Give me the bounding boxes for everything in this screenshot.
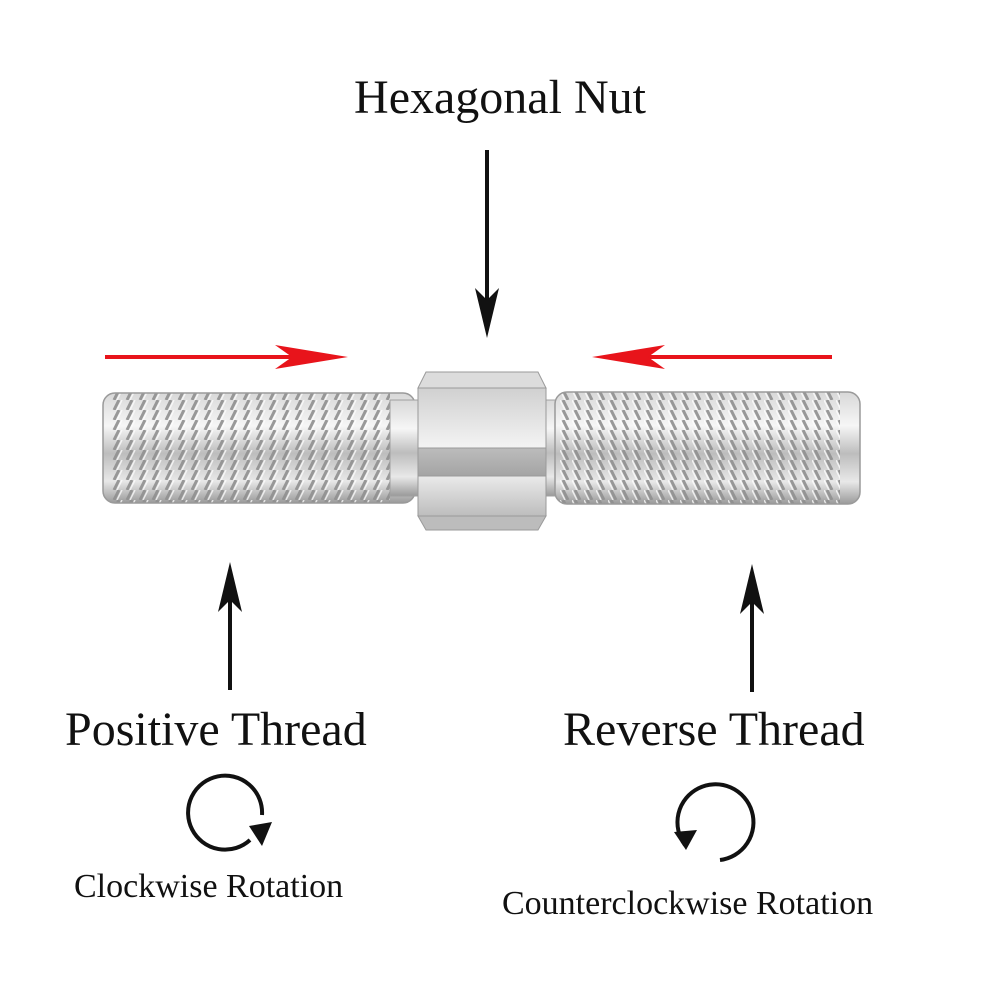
reverse-thread-shaft — [544, 391, 861, 505]
red-arrow-right — [105, 345, 348, 369]
reverse-thread-pointer-arrow — [740, 564, 764, 692]
positive-thread-shaft — [102, 392, 419, 504]
counterclockwise-rotation-icon — [674, 782, 756, 862]
counterclockwise-rotation-label: Counterclockwise Rotation — [502, 885, 874, 922]
clockwise-rotation-icon — [186, 773, 272, 852]
hexagonal-nut-label: Hexagonal Nut — [354, 71, 646, 124]
clockwise-rotation-label: Clockwise Rotation — [74, 868, 344, 905]
positive-thread-label: Positive Thread — [65, 703, 367, 756]
nut-pointer-arrow — [475, 150, 499, 338]
red-arrow-left — [592, 345, 832, 369]
reverse-thread-label: Reverse Thread — [563, 703, 865, 756]
positive-thread-pointer-arrow — [218, 562, 242, 690]
hexagonal-nut — [417, 371, 547, 531]
